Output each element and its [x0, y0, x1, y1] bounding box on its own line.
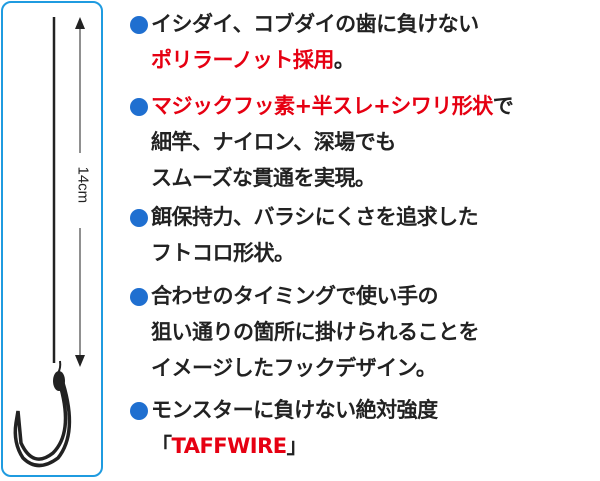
text-segment: 狙い通りの箇所に掛けられることを	[151, 320, 480, 344]
feature-text-line: イメージしたフックデザイン。	[151, 352, 437, 382]
feature-text-line: モンスターに負けない絶対強度	[151, 394, 438, 424]
highlight-text: ポリラーノット採用	[151, 48, 334, 72]
text-segment: 」	[286, 434, 308, 458]
feature-text-line: ポリラーノット採用。	[151, 44, 355, 74]
highlight-text: マジックフッ素+半スレ+シワリ形状	[151, 94, 493, 118]
feature-text-line: 合わせのタイミングで使い手の	[151, 280, 439, 310]
feature-text-line: イシダイ、コブダイの歯に負けない	[151, 8, 479, 38]
bullet-icon	[130, 209, 148, 227]
text-segment: 餌保持力、バラシにくさを追求した	[151, 205, 479, 229]
feature-text-line: フトコロ形状。	[151, 237, 295, 267]
length-label: 14cm	[74, 166, 92, 204]
text-segment: 「	[151, 434, 172, 458]
bullet-icon	[130, 288, 148, 306]
text-segment: 細竿、ナイロン、深場でも	[151, 130, 396, 154]
highlight-text: TAFFWIRE	[171, 434, 288, 458]
bullet-icon	[130, 402, 148, 420]
text-segment: イメージしたフックデザイン。	[151, 356, 437, 380]
text-segment: 。	[333, 48, 355, 72]
bullet-icon	[130, 16, 148, 34]
feature-text-line: 細竿、ナイロン、深場でも	[151, 126, 396, 156]
bullet-icon	[130, 98, 148, 116]
feature-text-line: スムーズな貫通を実現。	[151, 162, 376, 192]
text-segment: スムーズな貫通を実現。	[151, 166, 376, 190]
hook-icon	[13, 17, 85, 468]
feature-text-line: 狙い通りの箇所に掛けられることを	[151, 316, 480, 346]
hook-illustration-panel: 14cm	[1, 1, 103, 477]
text-segment: フトコロ形状。	[151, 241, 295, 265]
feature-text-line: マジックフッ素+半スレ+シワリ形状で	[151, 90, 514, 120]
text-segment: で	[492, 94, 514, 118]
feature-text-line: 餌保持力、バラシにくさを追求した	[151, 201, 479, 231]
text-segment: 合わせのタイミングで使い手の	[151, 284, 439, 308]
text-segment: イシダイ、コブダイの歯に負けない	[151, 12, 479, 36]
text-segment: モンスターに負けない絶対強度	[151, 398, 438, 422]
feature-text-line: 「TAFFWIRE」	[151, 430, 308, 460]
